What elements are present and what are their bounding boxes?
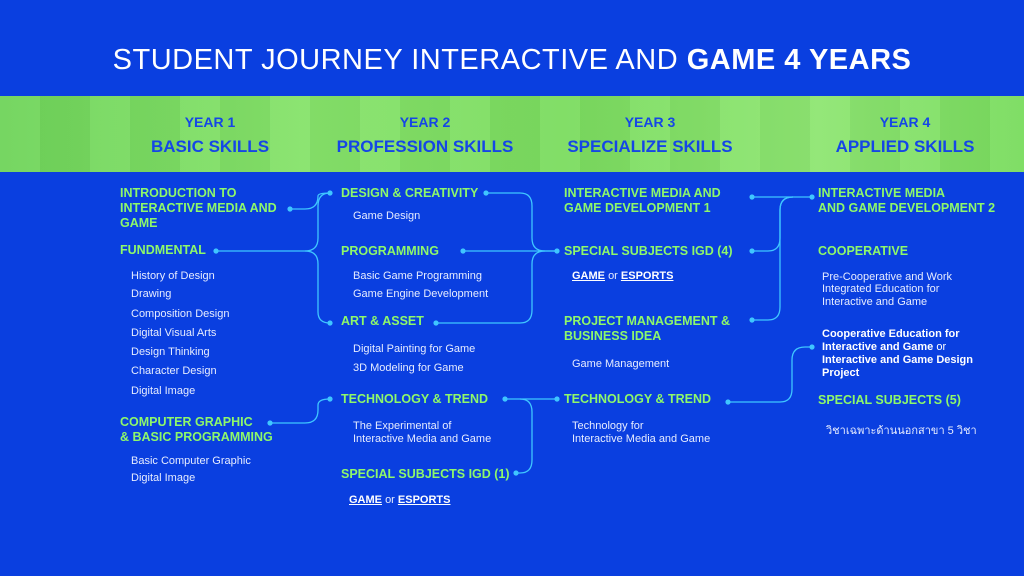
list-item: Digital Image — [131, 385, 196, 397]
year-4-number: YEAR 4 — [879, 114, 931, 130]
list-item: Basic Computer Graphic — [131, 455, 251, 467]
year-3-number: YEAR 3 — [624, 114, 676, 130]
list-item: Digital Visual Arts — [131, 327, 217, 339]
list-item: 3D Modeling for Game — [353, 362, 464, 374]
game-link[interactable]: GAME — [572, 270, 605, 282]
list-item: Game Design — [353, 210, 421, 222]
connector-fund-design — [216, 192, 331, 252]
list-item: Game Engine Development — [353, 288, 489, 300]
art-asset-heading: ART & ASSET — [341, 314, 424, 328]
year-3-skill: SPECIALIZE SKILLS — [567, 137, 733, 156]
technology-trend-heading-y2: TECHNOLOGY & TREND — [341, 392, 488, 406]
year-header-band — [0, 96, 1024, 172]
connector-cg-tech — [270, 398, 331, 424]
list-item: Drawing — [131, 288, 172, 300]
esports-link[interactable]: ESPORTS — [620, 270, 674, 282]
page-title: STUDENT JOURNEY INTERACTIVE AND GAME 4 Y… — [112, 44, 912, 76]
connector-design-special4 — [486, 192, 557, 252]
list-item: Design Thinking — [131, 346, 210, 358]
design-creativity-heading: DESIGN & CREATIVITY — [341, 186, 479, 200]
list-item: Interactive and Game — [822, 296, 928, 308]
list-item: Interactive Media and Game — [572, 433, 711, 445]
list-item: Pre-Cooperative and Work — [822, 271, 953, 283]
list-item: The Experimental of — [353, 420, 452, 432]
game-or-esports-y3: GAME or ESPORTS — [572, 270, 674, 282]
special-subjects-igd-1-heading: SPECIAL SUBJECTS IGD (1) — [341, 467, 510, 481]
programming-heading: PROGRAMMING — [341, 244, 439, 258]
connector-fund-art — [304, 250, 331, 324]
game-link[interactable]: GAME — [349, 494, 382, 506]
connector-intro-design — [290, 192, 331, 210]
list-item: History of Design — [131, 270, 215, 282]
game-or-esports-y2: GAME or ESPORTS — [349, 494, 451, 506]
connector-art-special4 — [436, 250, 546, 324]
special-subjects-5-heading: SPECIAL SUBJECTS (5) — [818, 393, 961, 407]
connector-special1-tech — [516, 398, 533, 474]
year-1-header: YEAR 1 BASIC SKILLS — [135, 114, 285, 157]
project-management-heading: PROJECT MANAGEMENT &BUSINESS IDEA — [564, 314, 730, 343]
connector-tech-coop — [728, 346, 812, 403]
fundamental-heading: FUNDMENTAL — [120, 243, 206, 257]
year-2-header: YEAR 2 PROFESSION SKILLS — [325, 114, 525, 157]
year-2-skill: PROFESSION SKILLS — [336, 137, 514, 156]
list-item: Technology for — [572, 420, 644, 432]
year-4-skill: APPLIED SKILLS — [835, 137, 975, 156]
list-item: Composition Design — [131, 308, 230, 320]
year-1-skill: BASIC SKILLS — [150, 137, 270, 156]
year-3-header: YEAR 3 SPECIALIZE SKILLS — [555, 114, 745, 157]
year-1-number: YEAR 1 — [184, 114, 236, 130]
connector-special4-imgd2 — [752, 196, 794, 252]
list-item: Interactive Media and Game — [353, 433, 492, 445]
computer-graphic-heading: COMPUTER GRAPHIC& BASIC PROGRAMMING — [120, 415, 273, 444]
list-item: วิชาเฉพาะด้านนอกสาขา 5 วิชา — [826, 425, 977, 437]
year-2-number: YEAR 2 — [399, 114, 451, 130]
list-item: Digital Image — [131, 472, 196, 484]
list-item: Game Management — [572, 358, 670, 370]
list-item: Integrated Education for — [822, 283, 940, 295]
list-item: Character Design — [131, 365, 217, 377]
special-subjects-igd-4-heading: SPECIAL SUBJECTS IGD (4) — [564, 244, 733, 258]
cooperative-heading: COOPERATIVE — [818, 244, 909, 258]
list-item: Basic Game Programming — [353, 270, 482, 282]
esports-link[interactable]: ESPORTS — [397, 494, 451, 506]
connector-pm-imgd2 — [752, 196, 794, 321]
year-4-header: YEAR 4 APPLIED SKILLS — [815, 114, 995, 157]
technology-trend-heading-y3: TECHNOLOGY & TREND — [564, 392, 711, 406]
list-item: Digital Painting for Game — [353, 343, 476, 355]
coop-education-block: Cooperative Education for Interactive an… — [822, 328, 973, 379]
